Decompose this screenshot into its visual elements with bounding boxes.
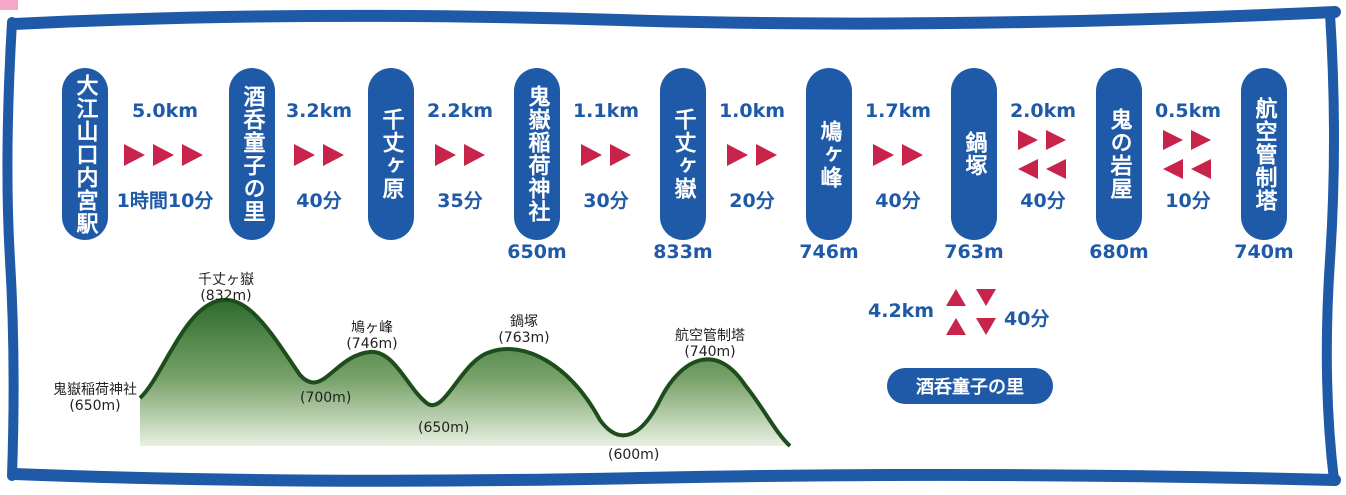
ridge-line: [138, 297, 792, 448]
profile-peak-onitake-inari-name: 鬼嶽稲荷神社: [53, 382, 137, 398]
leg-4-time: 30分: [583, 190, 629, 212]
leg-3-arrows: [435, 144, 485, 166]
leg-6-distance: 1.7km: [864, 100, 932, 122]
leg-4-distance: 1.1km: [572, 100, 640, 122]
alt-route-distance: 4.2km: [868, 300, 935, 322]
leg-7-distance: 2.0km: [1009, 100, 1077, 122]
leg-2-time: 40分: [296, 190, 342, 212]
leg-1-arrows: [124, 144, 203, 166]
profile-peak-hatogamine-alt: (746m): [346, 336, 398, 352]
leg-8-arrows: [1163, 130, 1211, 179]
leg-2-arrows: [294, 144, 344, 166]
leg-7-arrows: [1018, 130, 1066, 179]
profile-peak-hatogamine: 鳩ヶ峰 (746m): [332, 320, 412, 352]
alt-route-destination: 酒呑童子の里: [887, 368, 1053, 404]
stop-hatogamine: 鳩ヶ峰: [806, 68, 852, 240]
profile-dip-1: (700m): [300, 390, 352, 406]
leg-6-arrows: [873, 144, 923, 166]
leg-1-time: 1時間10分: [116, 190, 214, 212]
profile-peak-nabezuka-alt: (763m): [498, 330, 550, 346]
alt-senjogatake: 833m: [653, 241, 713, 263]
profile-dip-3: (600m): [608, 447, 660, 463]
alt-nabezuka: 763m: [944, 241, 1004, 263]
profile-peak-nabezuka-name: 鍋塚: [510, 314, 538, 330]
stop-senjogahara: 千丈ヶ原: [368, 68, 414, 240]
profile-peak-senjogatake-name: 千丈ヶ嶽: [198, 272, 254, 288]
stop-onitake-inari: 鬼嶽稲荷神社: [514, 68, 560, 240]
stop-oni-no-iwaya: 鬼の岩屋: [1096, 68, 1142, 240]
leg-8-time: 10分: [1165, 190, 1211, 212]
profile-peak-senjogatake-alt: (832m): [200, 288, 252, 304]
alt-route-time: 40分: [1004, 308, 1050, 330]
alt-route-arrows: [946, 289, 996, 335]
leg-3-distance: 2.2km: [426, 100, 494, 122]
stop-oeyama-guchi: 大江山口内宮駅: [62, 68, 108, 240]
alt-hatogamine: 746m: [799, 241, 859, 263]
profile-peak-hatogamine-name: 鳩ヶ峰: [351, 320, 393, 336]
alt-onitake-inari: 650m: [507, 241, 567, 263]
profile-peak-air-control-tower-alt: (740m): [684, 344, 736, 360]
leg-5-time: 20分: [729, 190, 775, 212]
profile-peak-onitake-inari: 鬼嶽稲荷神社 (650m): [40, 382, 150, 414]
leg-6-time: 40分: [875, 190, 921, 212]
leg-7-time: 40分: [1020, 190, 1066, 212]
profile-peak-air-control-tower: 航空管制塔 (740m): [660, 328, 760, 360]
profile-peak-air-control-tower-name: 航空管制塔: [675, 328, 745, 344]
stop-nabezuka: 鍋塚: [951, 68, 997, 240]
stop-shuten-doji-no-sato: 酒呑童子の里: [229, 68, 275, 240]
leg-1-distance: 5.0km: [131, 100, 199, 122]
profile-dip-2: (650m): [418, 420, 470, 436]
profile-peak-onitake-inari-alt: (650m): [69, 398, 121, 414]
leg-8-distance: 0.5km: [1154, 100, 1222, 122]
alt-oni-no-iwaya: 680m: [1089, 241, 1149, 263]
alt-air-control-tower: 740m: [1234, 241, 1294, 263]
leg-3-time: 35分: [437, 190, 483, 212]
profile-peak-senjogatake: 千丈ヶ嶽 (832m): [186, 272, 266, 304]
stop-senjogatake: 千丈ヶ嶽: [660, 68, 706, 240]
leg-5-distance: 1.0km: [718, 100, 786, 122]
profile-peak-nabezuka: 鍋塚 (763m): [484, 314, 564, 346]
stop-air-control-tower: 航空管制塔: [1241, 68, 1287, 240]
leg-2-distance: 3.2km: [285, 100, 353, 122]
leg-5-arrows: [727, 144, 777, 166]
leg-4-arrows: [581, 144, 631, 166]
